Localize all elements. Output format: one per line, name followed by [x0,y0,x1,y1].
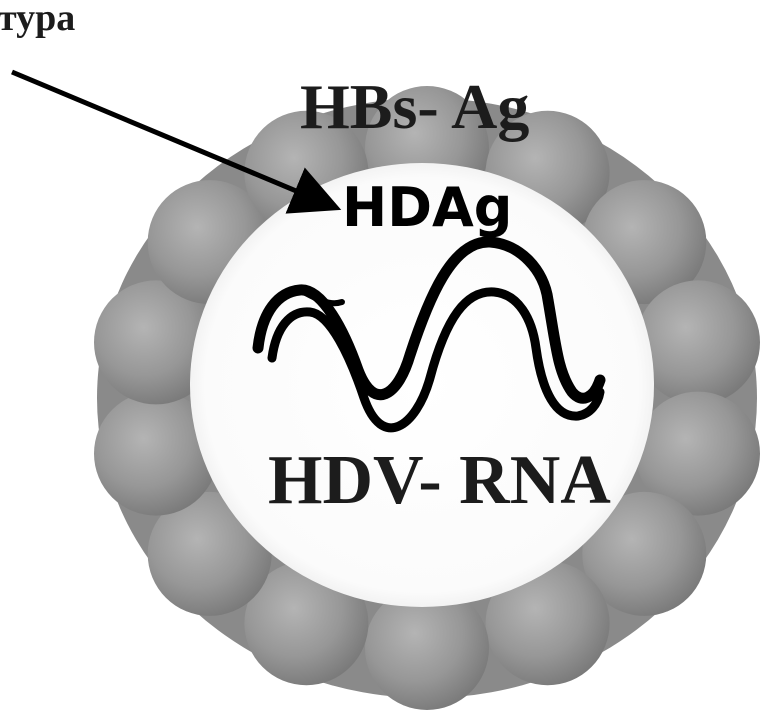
envelope-antigen-label: HBs- Ag [300,71,529,142]
core-antigen-label: HDAg [342,176,512,239]
corner-label: тура [0,0,75,39]
hbsag-sphere [636,280,760,404]
genome-label: HDV- RNA [268,442,611,519]
